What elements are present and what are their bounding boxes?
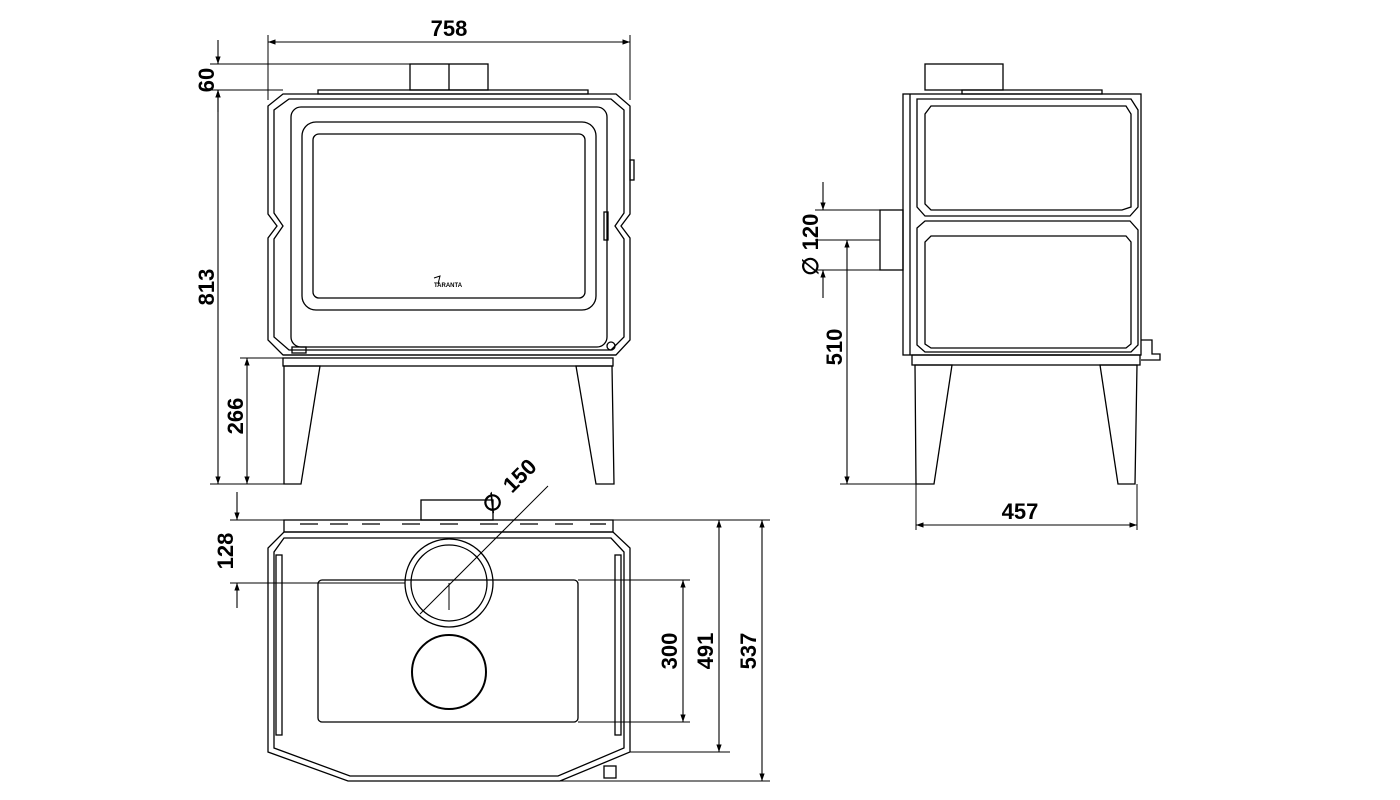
front-door-handle — [603, 211, 609, 241]
dim-depth: 457 — [1002, 499, 1039, 524]
top-flue-inner — [410, 544, 488, 622]
top-hotplate — [411, 634, 487, 710]
side-leg-left — [914, 364, 953, 485]
side-body-outline — [902, 93, 1142, 356]
front-door — [290, 106, 608, 348]
side-panel-upper — [916, 98, 1139, 217]
side-base-plate — [911, 354, 1141, 366]
dim-leg-height: 266 — [223, 398, 248, 435]
top-view — [267, 499, 631, 782]
dim-side-flue-height: 510 — [822, 329, 847, 366]
side-air-control — [1141, 339, 1161, 361]
dim-side-flue-diameter-symbol: ∅ — [798, 256, 823, 275]
dim-inner-depth: 491 — [693, 633, 718, 670]
side-flue-pipe-top — [924, 63, 1004, 91]
side-panel-lower — [916, 220, 1139, 353]
dimension-lines — [215, 39, 1137, 781]
dim-front-width: 758 — [431, 16, 468, 41]
front-body-outline — [267, 93, 631, 356]
dim-top-offset: 128 — [213, 533, 238, 570]
front-base-plate — [282, 357, 614, 367]
front-logo-text: TARANTA — [434, 283, 463, 289]
side-rear-flue — [879, 209, 904, 271]
top-plate — [317, 579, 579, 723]
front-view — [267, 63, 635, 485]
front-glass-outer — [301, 121, 597, 311]
dim-plate-depth: 300 — [657, 633, 682, 670]
top-rear-edge — [283, 519, 614, 533]
dim-side-flue-diameter: 120 — [798, 214, 823, 251]
dim-flue-height: 60 — [194, 68, 219, 92]
front-logo — [433, 275, 441, 285]
extension-lines — [210, 35, 1138, 782]
front-ash-lip — [291, 346, 307, 354]
front-leg-right — [575, 365, 615, 485]
side-leg-right — [1099, 364, 1138, 485]
dim-top-flue-diameter: 150 — [498, 454, 542, 498]
front-leg-left — [283, 365, 321, 485]
dim-total-height: 813 — [194, 269, 219, 306]
dim-total-depth: 537 — [736, 633, 761, 670]
dim-top-flue-diameter-symbol: ∅ — [477, 487, 508, 518]
side-view — [879, 63, 1161, 485]
front-glass-inner — [312, 133, 586, 299]
top-body-outline — [267, 531, 631, 782]
